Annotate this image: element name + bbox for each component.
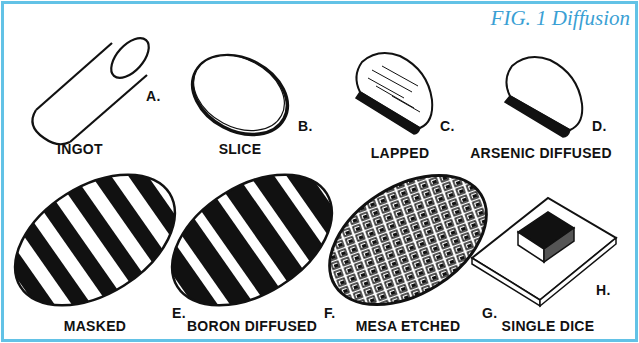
- step-caption: ARSENIC DIFFUSED: [470, 145, 612, 161]
- arsenic-diffused-slice: [505, 57, 582, 137]
- step-caption: BORON DIFFUSED: [187, 318, 317, 334]
- callout-letter: H.: [596, 282, 611, 298]
- callout-letter: E.: [172, 305, 186, 321]
- ingot: [32, 31, 155, 144]
- step-caption: SINGLE DICE: [502, 318, 595, 334]
- step-caption: MESA ETCHED: [356, 318, 461, 334]
- callout-letter: A.: [146, 88, 161, 104]
- single-dice: [472, 198, 616, 306]
- figure-title: FIG. 1 Diffusion: [491, 6, 630, 31]
- mesa-etched-slice: [306, 149, 510, 332]
- step-caption: SLICE: [219, 141, 262, 157]
- callout-letter: C.: [440, 118, 455, 134]
- callout-letter: D.: [592, 118, 607, 134]
- callout-letter: F.: [324, 305, 336, 321]
- callout-letter: B.: [298, 118, 313, 134]
- callout-letter: G.: [482, 305, 497, 321]
- step-caption: INGOT: [57, 141, 103, 157]
- step-caption: LAPPED: [371, 145, 430, 161]
- lapped-slice: [356, 53, 432, 134]
- step-caption: MASKED: [64, 318, 126, 334]
- slice: [179, 40, 301, 151]
